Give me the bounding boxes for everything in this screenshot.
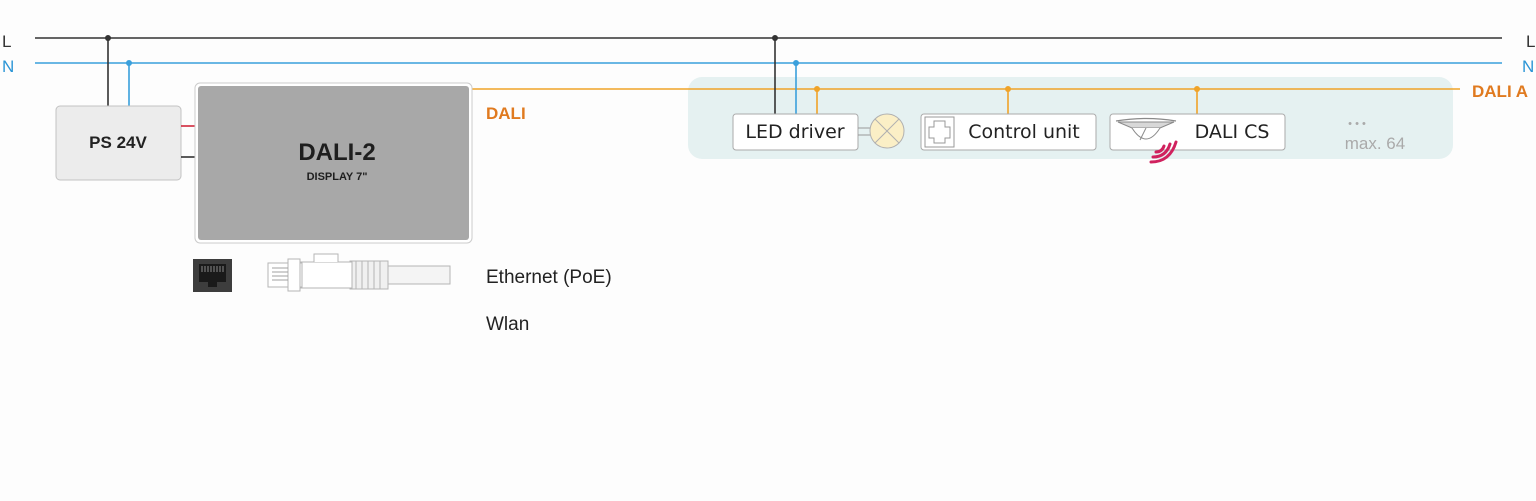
sensor-icon: [1115, 117, 1177, 141]
rj45-socket-icon: [193, 259, 232, 292]
l-label-right: L: [1526, 32, 1535, 51]
controller-subtitle: DISPLAY 7": [307, 171, 368, 183]
junction-dot: [105, 35, 111, 41]
junction-dot: [126, 60, 132, 66]
junction-dot: [1005, 86, 1011, 92]
power-supply-box: [55, 105, 182, 181]
wlan-label: Wlan: [486, 314, 529, 335]
n-label-right: N: [1522, 57, 1534, 76]
more-devices-dots: • • •: [1348, 118, 1366, 130]
ethernet-label: Ethernet (PoE): [486, 267, 612, 288]
led-driver-label: LED driver: [745, 121, 844, 143]
led-driver-box: [732, 113, 859, 151]
dali-a-label: DALI A: [1472, 82, 1528, 101]
control-unit-icon: [924, 116, 955, 148]
lamp-icon: [869, 113, 905, 149]
dali-cs-label: DALI CS: [1195, 121, 1270, 143]
junction-dot: [1194, 86, 1200, 92]
ethernet-cable-icon: [267, 253, 451, 292]
power-supply-label: PS 24V: [89, 133, 147, 152]
junction-dot: [793, 60, 799, 66]
control-unit-label: Control unit: [968, 121, 1080, 143]
junction-dot: [814, 86, 820, 92]
dali-output-label: DALI: [486, 104, 526, 123]
max-devices-label: max. 64: [1345, 134, 1405, 153]
control-unit-box: [920, 113, 1097, 151]
n-label-left: N: [2, 57, 14, 76]
controller-screen: [198, 86, 469, 240]
controller-title: DALI-2: [298, 139, 375, 166]
wireless-waves-icon: [1149, 140, 1178, 164]
l-label-left: L: [2, 32, 11, 51]
junction-dot: [772, 35, 778, 41]
